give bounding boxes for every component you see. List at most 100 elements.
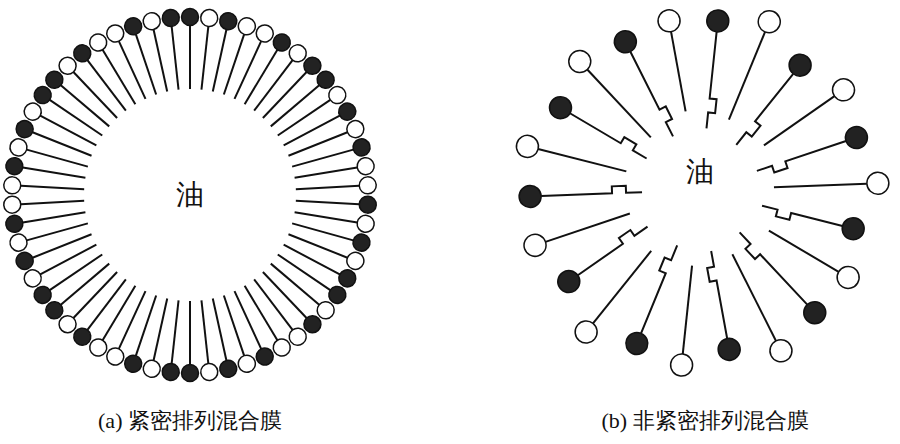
hydrophobic-tail <box>235 41 262 99</box>
hydrophobic-tail <box>683 266 692 355</box>
hydrophilic-head <box>3 196 21 214</box>
surfactant-molecule <box>763 221 863 292</box>
hydrophobic-tail <box>213 29 227 91</box>
hydrophilic-head <box>5 156 25 176</box>
hydrophobic-tail <box>729 32 765 120</box>
hydrophobic-tail <box>704 251 727 340</box>
hydrophilic-head <box>656 8 682 34</box>
hydrophobic-tail <box>254 60 292 111</box>
hydrophobic-tail <box>23 212 86 222</box>
surfactant-molecule <box>753 124 870 182</box>
hydrophilic-head <box>344 250 366 272</box>
hydrophilic-head <box>21 267 44 290</box>
hydrophobic-tail <box>154 29 168 91</box>
hydrophilic-head <box>519 185 542 208</box>
hydrophilic-head <box>545 93 575 123</box>
surfactant-molecule <box>290 215 372 253</box>
hydrophobic-tail <box>271 85 319 126</box>
subfigure-caption: (a) 紧密排列混合膜 <box>98 406 282 436</box>
surfactant-molecule <box>3 192 84 213</box>
hydrophobic-tail <box>61 85 109 126</box>
hydrophobic-tail <box>288 234 347 258</box>
hydrophobic-tail <box>245 286 278 340</box>
hydrophilic-head <box>161 363 180 382</box>
hydrophobic-tail <box>87 279 125 330</box>
hydrophilic-head <box>670 353 694 377</box>
hydrophobic-tail <box>570 107 650 158</box>
hydrophilic-head <box>521 231 549 259</box>
hydrophilic-head <box>564 46 595 77</box>
hydrophobic-tail <box>292 150 353 167</box>
hydrophilic-head <box>514 133 541 160</box>
hydrophobic-tail <box>189 301 191 365</box>
hydrophobic-tail <box>278 100 331 136</box>
hydrophobic-tail <box>103 286 136 340</box>
hydrophobic-tail <box>21 201 84 204</box>
hydrophobic-tail <box>764 96 835 145</box>
hydrophobic-tail <box>40 245 96 275</box>
hydrophobic-tail <box>119 291 146 349</box>
hydrophobic-tail <box>201 26 208 89</box>
hydrophilic-head <box>622 329 651 358</box>
hydrophobic-tail <box>769 231 839 272</box>
hydrophilic-head <box>359 176 377 194</box>
loose-film <box>514 7 889 377</box>
surfactant-molecule <box>8 137 90 175</box>
hydrophilic-head <box>182 365 199 382</box>
hydrophilic-head <box>799 297 830 328</box>
hydrophilic-head <box>351 232 372 253</box>
hydrophobic-tail <box>296 186 359 189</box>
surfactant-molecule <box>514 133 629 182</box>
hydrophilic-head <box>356 214 376 234</box>
hydrophilic-head <box>833 262 863 292</box>
hydrophilic-head <box>571 317 602 348</box>
hydrophobic-tail <box>61 264 109 305</box>
surfactant-molecule <box>774 172 890 198</box>
hydrophobic-tail <box>295 168 358 178</box>
hydrophilic-head <box>843 124 871 152</box>
surfactant-molecule <box>122 293 164 375</box>
hydrophilic-head <box>356 156 376 176</box>
hydrophobic-tail <box>774 184 867 188</box>
surfactant-molecule <box>216 16 258 98</box>
hydrophobic-tail <box>213 299 227 361</box>
hydrophobic-tail <box>593 251 651 324</box>
hydrophilic-head <box>553 266 584 297</box>
hydrophobic-tail <box>23 168 86 178</box>
hydrophobic-tail <box>172 300 179 363</box>
hydrophilic-head <box>840 215 867 242</box>
hydrophobic-tail <box>27 223 88 240</box>
hydrophobic-tail <box>760 206 842 233</box>
surfactant-molecule <box>3 176 84 197</box>
hydrophobic-tail <box>295 212 358 222</box>
surfactant-molecule <box>670 264 703 377</box>
hydrophilic-head <box>14 250 36 272</box>
hydrophobic-tail <box>27 150 88 167</box>
hydrophobic-tail <box>278 254 331 290</box>
hydrophobic-tail <box>201 300 208 363</box>
surfactant-molecule <box>719 7 784 124</box>
surfactant-molecule <box>728 50 816 152</box>
hydrophilic-head <box>766 336 796 366</box>
hydrophilic-head <box>218 359 238 379</box>
hydrophobic-tail <box>50 254 103 290</box>
hydrophobic-tail <box>40 116 96 146</box>
hydrophilic-head <box>344 118 366 140</box>
surfactant-molecule <box>656 8 696 113</box>
surfactant-molecule <box>564 46 659 145</box>
hydrophilic-head <box>236 353 258 375</box>
subfigure-caption: (b) 非紧密排列混合膜 <box>601 406 808 436</box>
surfactant-molecule <box>161 9 187 91</box>
packed-film <box>3 9 376 382</box>
hydrophilic-head <box>236 16 258 38</box>
hydrophilic-head <box>142 359 162 379</box>
hydrophilic-head <box>200 363 219 382</box>
hydrophilic-head <box>336 100 359 123</box>
hydrophilic-head <box>5 214 25 234</box>
surfactant-molecule <box>182 301 199 382</box>
hydrophilic-head <box>351 137 372 158</box>
hydrophilic-head <box>706 9 730 33</box>
surfactant-molecule <box>611 27 683 141</box>
hydrophilic-head <box>785 50 816 81</box>
